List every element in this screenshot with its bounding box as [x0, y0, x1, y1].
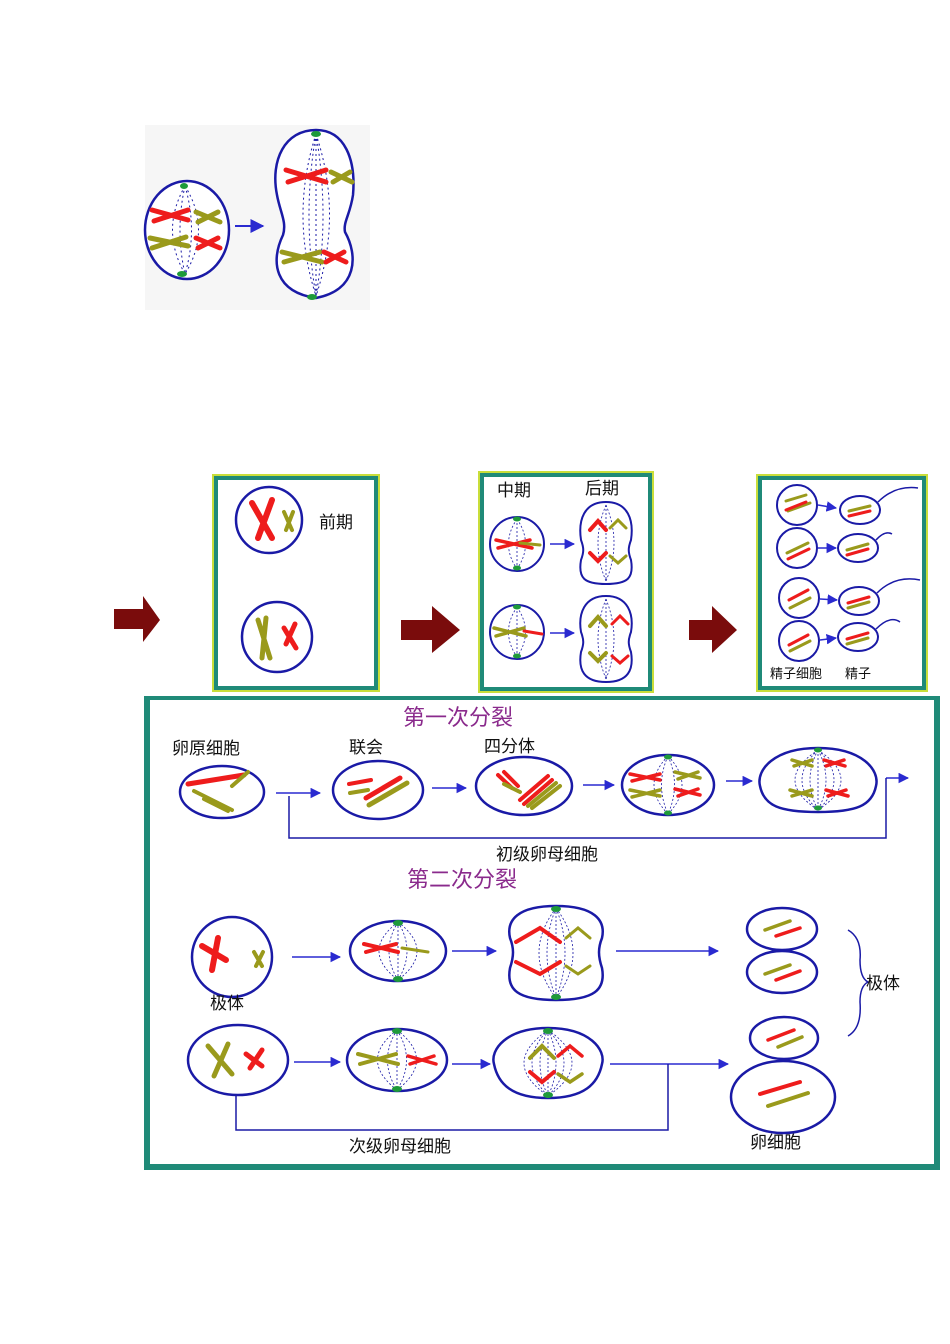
label-tetrad: 四分体 — [484, 737, 535, 757]
label-prophase: 前期 — [319, 513, 353, 533]
block-arrow-2 — [401, 606, 460, 653]
label-spermatid: 精子细胞 — [770, 667, 822, 682]
panel-oogenesis: 第一次分裂 卵原细胞 联会 四分体 — [144, 696, 940, 1170]
title-second-division: 第二次分裂 — [407, 868, 517, 893]
label-egg: 卵细胞 — [750, 1133, 801, 1153]
label-polar-body: 极体 — [210, 994, 244, 1014]
label-metaphase: 中期 — [497, 481, 531, 501]
panel-metaphase-anaphase: 中期 后期 — [478, 471, 654, 693]
label-sperm: 精子 — [845, 667, 871, 682]
label-synapsis: 联会 — [349, 738, 383, 758]
label-secondary-oocyte: 次级卵母细胞 — [349, 1137, 451, 1157]
panel-prophase: 前期 — [212, 474, 380, 692]
block-arrow-3 — [689, 606, 737, 653]
label-primary-oocyte: 初级卵母细胞 — [496, 845, 598, 865]
label-oogonium: 卵原细胞 — [172, 739, 240, 759]
top-division-illustration — [143, 125, 370, 310]
label-polar-bodies: 极体 — [866, 974, 900, 994]
block-arrow-1 — [114, 596, 160, 642]
panel-spermatids: 精子细胞 精子 — [756, 474, 928, 692]
label-anaphase: 后期 — [585, 479, 619, 499]
title-first-division: 第一次分裂 — [403, 706, 513, 731]
